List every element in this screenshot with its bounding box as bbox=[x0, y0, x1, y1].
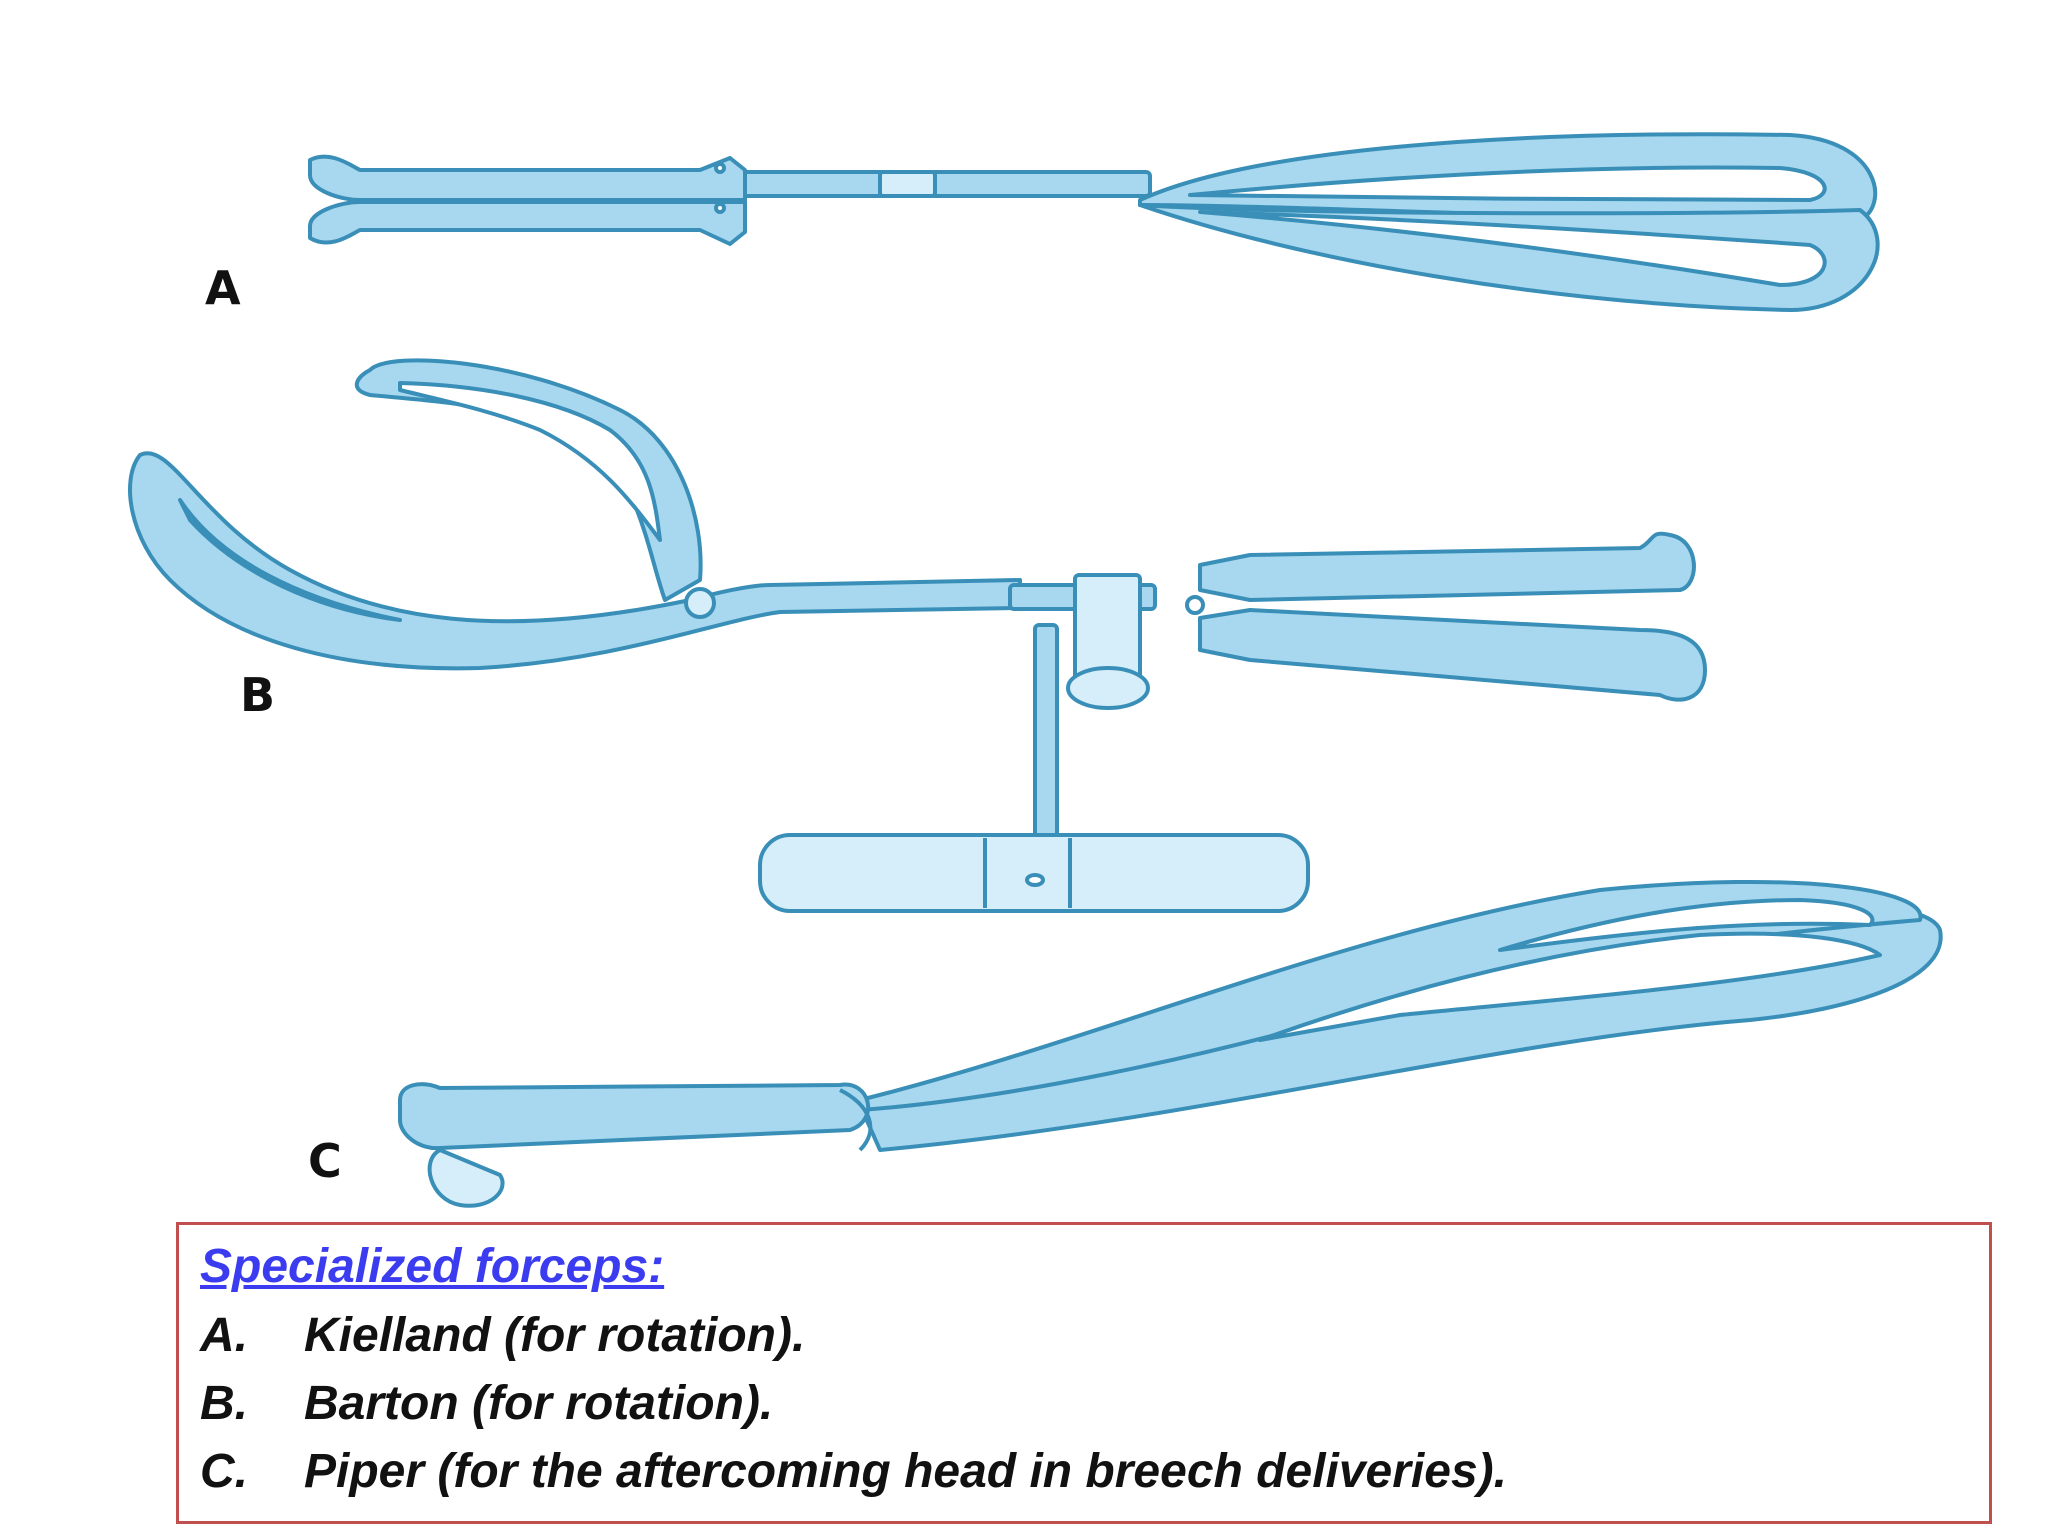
caption-marker: A. bbox=[200, 1309, 248, 1362]
caption-marker: B. bbox=[200, 1377, 248, 1430]
caption-item-a: A. Kielland (for rotation). bbox=[200, 1308, 805, 1363]
figure-label-b: B bbox=[240, 668, 276, 722]
piper-forceps-drawing bbox=[398, 879, 1943, 1208]
caption-text: Barton (for rotation). bbox=[304, 1377, 774, 1430]
figure-label-a: A bbox=[205, 261, 241, 315]
caption-title: Specialized forceps: bbox=[200, 1240, 665, 1293]
forceps-illustration bbox=[128, 132, 1943, 1208]
caption-item-b: B. Barton (for rotation). bbox=[200, 1376, 773, 1431]
figure-label-c: C bbox=[308, 1134, 342, 1188]
barton-forceps-drawing bbox=[128, 358, 1707, 913]
kielland-forceps-drawing bbox=[308, 132, 1880, 312]
caption-item-c: C. Piper (for the aftercoming head in bre… bbox=[200, 1444, 1507, 1499]
caption-box: Specialized forceps: A. Kielland (for rot… bbox=[176, 1222, 1992, 1524]
caption-text: Kielland (for rotation). bbox=[304, 1309, 806, 1362]
caption-text: Piper (for the aftercoming head in breec… bbox=[304, 1445, 1507, 1498]
caption-marker: C. bbox=[200, 1445, 248, 1498]
